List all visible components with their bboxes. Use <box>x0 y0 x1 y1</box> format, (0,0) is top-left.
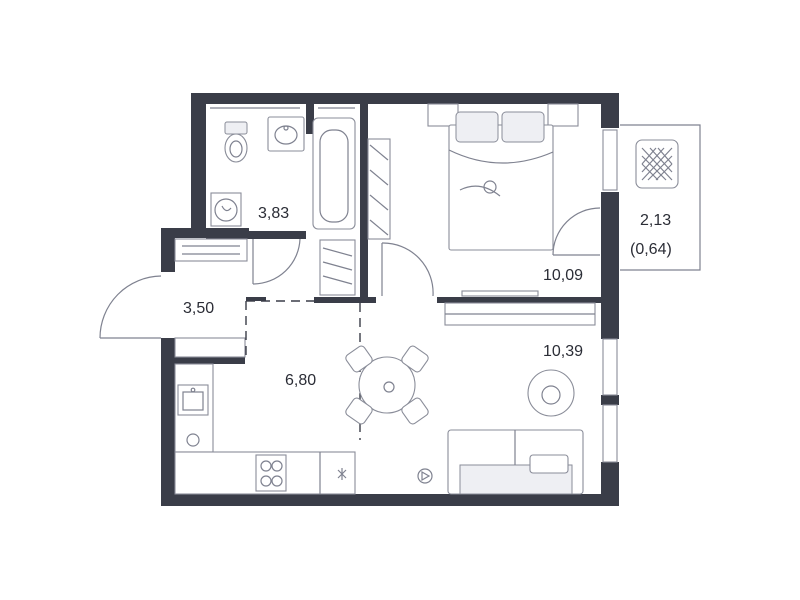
bed-icon <box>448 111 554 251</box>
bathtub-icon <box>312 117 356 230</box>
kitchen-sink-icon <box>177 384 209 416</box>
laundry-basket-icon <box>635 139 679 189</box>
bedroom-area-label: 10,09 <box>543 267 583 284</box>
hall <box>99 238 248 358</box>
stove-icon <box>255 454 287 492</box>
sofa-icon <box>447 429 584 495</box>
balcony <box>552 124 701 271</box>
coffee-table-icon <box>527 369 575 417</box>
hall-area-label: 3,50 <box>183 300 214 317</box>
bedroom-door-swing <box>381 242 434 297</box>
dishwasher-icon <box>186 433 200 447</box>
kitchen <box>174 345 429 495</box>
balcony-reduced-area-label: (0,64) <box>630 241 672 258</box>
bathroom-area-label: 3,83 <box>258 205 289 222</box>
living-area-label: 10,39 <box>543 343 583 360</box>
walls <box>161 93 619 506</box>
washing-machine-icon <box>210 192 242 227</box>
wardrobe <box>319 138 391 296</box>
kitchen-area-label: 6,80 <box>285 372 316 389</box>
sink-icon <box>267 116 305 152</box>
entry-door-swing <box>99 275 162 339</box>
bathroom <box>210 116 356 285</box>
bedroom <box>381 111 554 297</box>
armchair-icon <box>417 468 433 484</box>
balcony-door-swing <box>552 207 601 256</box>
living <box>417 302 596 495</box>
tv-icon <box>461 290 539 297</box>
toilet-icon <box>224 121 248 163</box>
bathroom-door-swing <box>252 238 301 285</box>
dining-table-icon <box>345 345 429 425</box>
balcony-area-label: 2,13 <box>640 212 671 229</box>
windows <box>210 103 618 463</box>
